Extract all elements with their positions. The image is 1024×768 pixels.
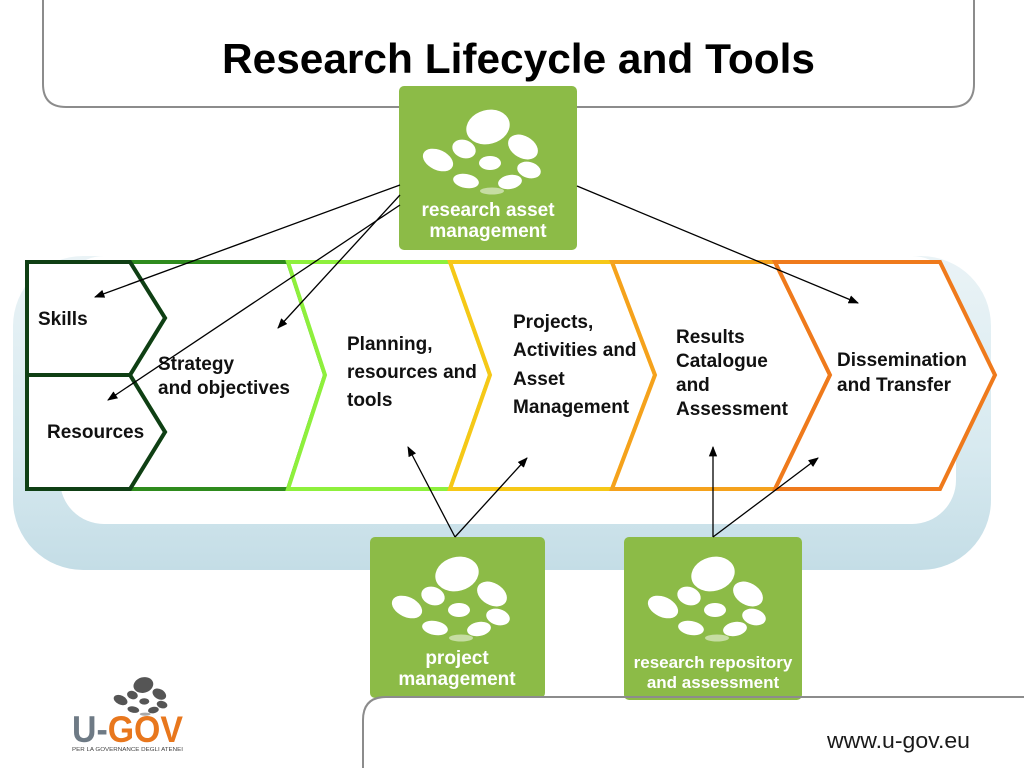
tool-research-asset-management: research asset management bbox=[399, 86, 577, 250]
stage-results-label-line: and bbox=[676, 375, 710, 396]
stage-resources-label: Resources bbox=[47, 422, 144, 443]
tool-label-line: research asset bbox=[421, 200, 555, 221]
logo-wordmark: U-GOV bbox=[72, 709, 183, 750]
stage-results-label-line: Results bbox=[676, 327, 745, 348]
connector-arrow bbox=[576, 185, 859, 304]
tool-label-line: management bbox=[429, 221, 547, 242]
stage-planning-label-line: Planning, bbox=[347, 334, 433, 355]
connector-arrow bbox=[107, 204, 401, 401]
stage-strategy-label-line: and objectives bbox=[158, 378, 290, 399]
tool-label-line: and assessment bbox=[647, 673, 780, 692]
stage-planning-label-line: tools bbox=[347, 390, 392, 411]
stage-skills-label: Skills bbox=[38, 309, 88, 330]
connector-arrow bbox=[94, 184, 401, 298]
stage-results-label-line: Assessment bbox=[676, 399, 789, 420]
tool-project-management: project management bbox=[370, 537, 545, 698]
tool-research-repository: research repository and assessment bbox=[624, 537, 802, 700]
stage-projects-label-line: Projects, bbox=[513, 312, 593, 333]
tool-box-background bbox=[370, 537, 545, 698]
stage-projects-label-line: Activities and bbox=[513, 340, 637, 361]
stage-planning-label-line: resources and bbox=[347, 362, 477, 383]
stage-results-label-line: Catalogue bbox=[676, 351, 768, 372]
tool-label-line: project bbox=[425, 648, 489, 669]
footer-frame bbox=[362, 696, 1024, 768]
footer-url: www.u-gov.eu bbox=[826, 728, 970, 753]
tool-label-line: management bbox=[398, 669, 516, 690]
logo-tagline: PER LA GOVERNANCE DEGLI ATENEI bbox=[72, 747, 184, 753]
u-gov-logo: U-GOV PER LA GOVERNANCE DEGLI ATENEI bbox=[72, 675, 184, 753]
stage-dissemination-label-line: Dissemination bbox=[837, 350, 967, 371]
stage-dissemination-chevron bbox=[771, 260, 998, 491]
stage-strategy-label-line: Strategy bbox=[158, 354, 234, 375]
page-title: Research Lifecycle and Tools bbox=[222, 35, 815, 82]
connector-arrow bbox=[712, 457, 819, 538]
stage-projects-label-line: Asset bbox=[513, 369, 565, 390]
connector-arrow bbox=[277, 194, 401, 329]
stage-resources-box bbox=[25, 373, 168, 491]
logo-prefix: U- bbox=[72, 709, 108, 750]
connector-arrow bbox=[407, 446, 456, 538]
tool-box-background bbox=[624, 537, 802, 700]
logo-suffix: GOV bbox=[108, 709, 184, 750]
tool-label-line: research repository bbox=[634, 653, 793, 672]
stage-skills-box bbox=[25, 260, 168, 377]
stage-projects-label-line: Management bbox=[513, 397, 630, 418]
stage-strategy-chevron bbox=[126, 260, 328, 491]
connector-arrow bbox=[454, 457, 528, 538]
stage-dissemination-label-line: and Transfer bbox=[837, 375, 952, 396]
